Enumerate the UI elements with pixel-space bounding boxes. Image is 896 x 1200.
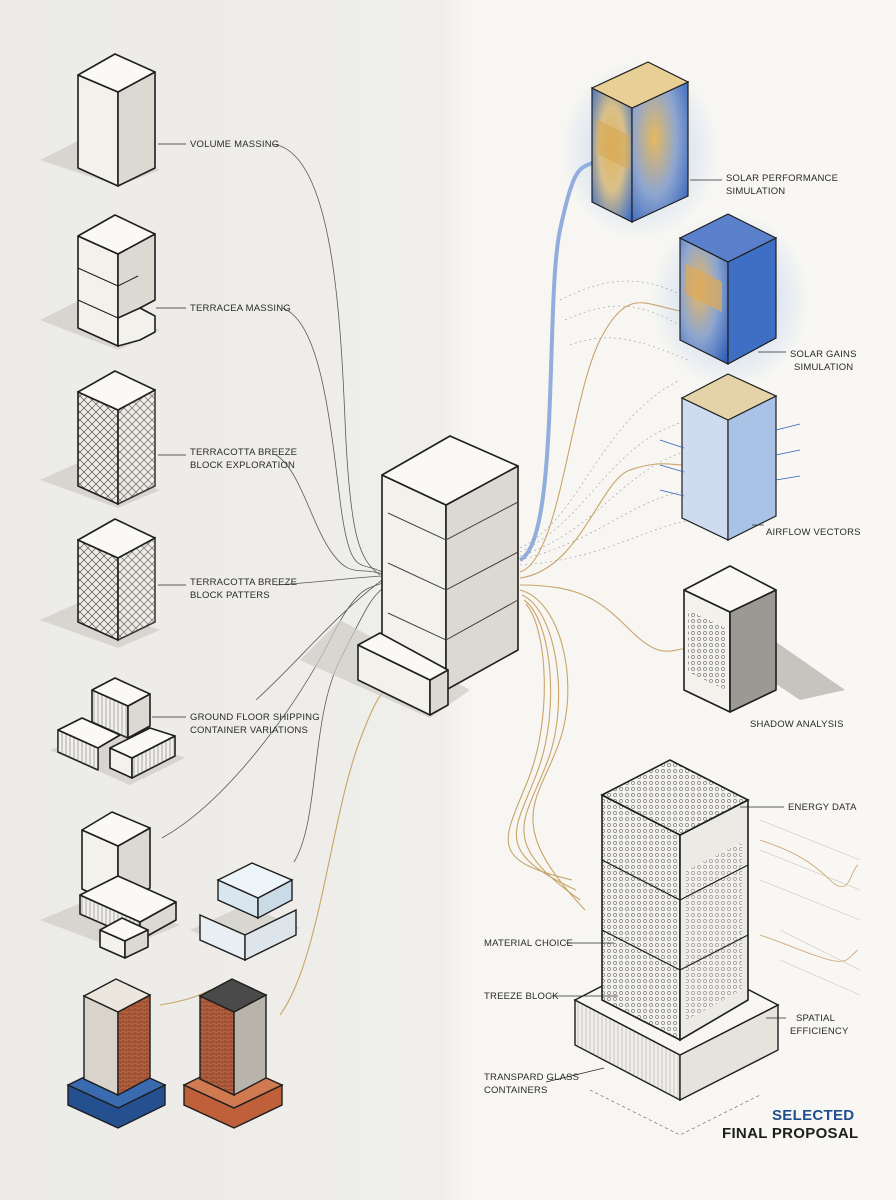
left-connectors: [159, 143, 401, 1016]
breeze-block-patterns-model: [40, 518, 160, 648]
label-energy-data: ENERGY DATA: [788, 802, 857, 813]
red-container-brick-tower: [182, 978, 284, 1129]
shadow-analysis-model: [683, 565, 845, 713]
label-treeze-block: TREEZE BLOCK: [484, 991, 559, 1002]
label-solar-performance-line1: SOLAR PERFORMANCE: [726, 173, 839, 184]
final-proposal-title: FINAL PROPOSAL: [722, 1125, 859, 1142]
solar-gains-model: [650, 210, 810, 390]
airflow-model: [659, 373, 801, 541]
label-solar-gains-line1: SOLAR GAINS: [790, 349, 857, 360]
blue-container-brick-tower: [66, 978, 167, 1129]
solar-performance-model: [560, 60, 720, 240]
glass-container-model: [190, 862, 300, 962]
label-breeze-patterns-line1: TERRACOTTA BREEZE: [190, 577, 298, 588]
label-terracea-massing: TERRACEA MASSING: [190, 303, 291, 314]
label-solar-performance-line2: SIMULATION: [726, 186, 786, 197]
shipping-container-model: [50, 677, 185, 785]
volume-massing-model: [40, 53, 160, 187]
label-spatial-efficiency-line2: EFFICIENCY: [790, 1026, 849, 1037]
label-leaders: [152, 143, 786, 1083]
label-volume-massing: VOLUME MASSING: [190, 139, 280, 150]
final-proposal-model: [573, 759, 861, 1136]
label-breeze-patterns-line2: BLOCK PATTERS: [190, 590, 270, 601]
label-breeze-exploration-line1: TERRACOTTA BREEZE: [190, 447, 298, 458]
label-solar-gains-line2: SIMULATION: [794, 362, 854, 373]
label-shadow-analysis: SHADOW ANALYSIS: [750, 719, 844, 730]
label-material-choice: MATERIAL CHOICE: [484, 938, 574, 949]
container-massing-model: [40, 811, 180, 959]
central-tower-model: [300, 435, 519, 718]
label-shipping-line1: GROUND FLOOR SHIPPING: [190, 712, 320, 723]
label-glass-containers-line1: TRANSPARD GLASS: [484, 1072, 580, 1083]
selected-title: SELECTED: [772, 1107, 855, 1124]
label-glass-containers-line2: CONTAINERS: [484, 1085, 548, 1096]
breeze-block-exploration-model: [40, 370, 160, 508]
terracea-massing-model: [40, 214, 160, 350]
label-breeze-exploration-line2: BLOCK EXPLORATION: [190, 460, 296, 471]
label-spatial-efficiency-line1: SPATIAL: [796, 1013, 836, 1024]
label-airflow-vectors: AIRFLOW VECTORS: [766, 527, 861, 538]
label-shipping-line2: CONTAINER VARIATIONS: [190, 725, 309, 736]
